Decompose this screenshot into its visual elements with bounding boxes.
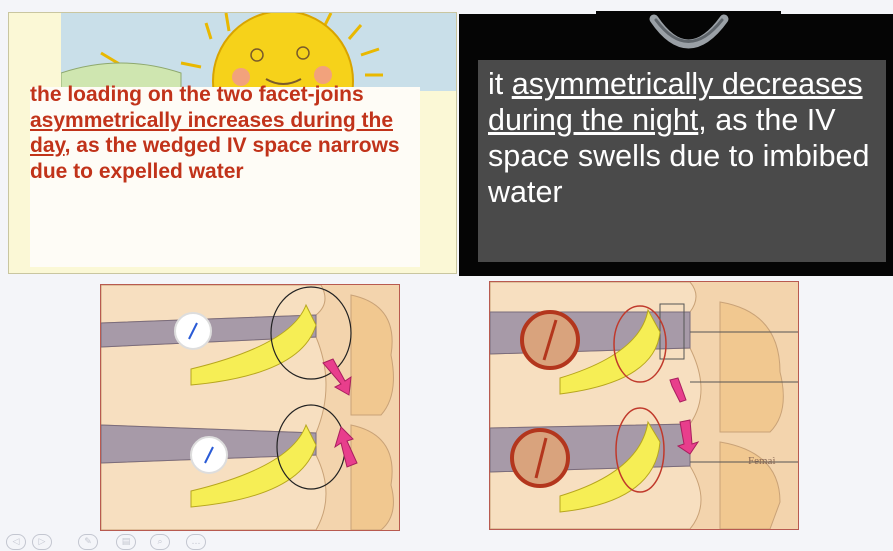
spine-diagram-night: Femaì [489,281,799,530]
spine-diagram-day [100,284,400,531]
night-text-part1: it [488,67,512,101]
day-text-part1: the loading on the two facet-joins [30,83,364,106]
day-description: the loading on the two facet-joins asymm… [30,82,420,184]
femal-caption: Femaì [748,455,776,467]
next-slide-button[interactable]: ▷ [32,534,52,550]
sun-illustration [61,13,456,91]
moon-illustration [596,11,781,55]
day-text-part2: , as the wedged IV space narrows due to … [30,134,400,183]
prev-slide-button[interactable]: ◁ [6,534,26,550]
zoom-button[interactable]: ⌕ [150,534,170,550]
slides-overview-button[interactable]: ▤ [116,534,136,550]
night-description: it asymmetrically decreases during the n… [488,66,888,210]
pen-tool-button[interactable]: ✎ [78,534,98,550]
more-options-button[interactable]: … [186,534,206,550]
slide-navigation-toolbar: ◁ ▷ ✎ ▤ ⌕ … [0,532,230,551]
